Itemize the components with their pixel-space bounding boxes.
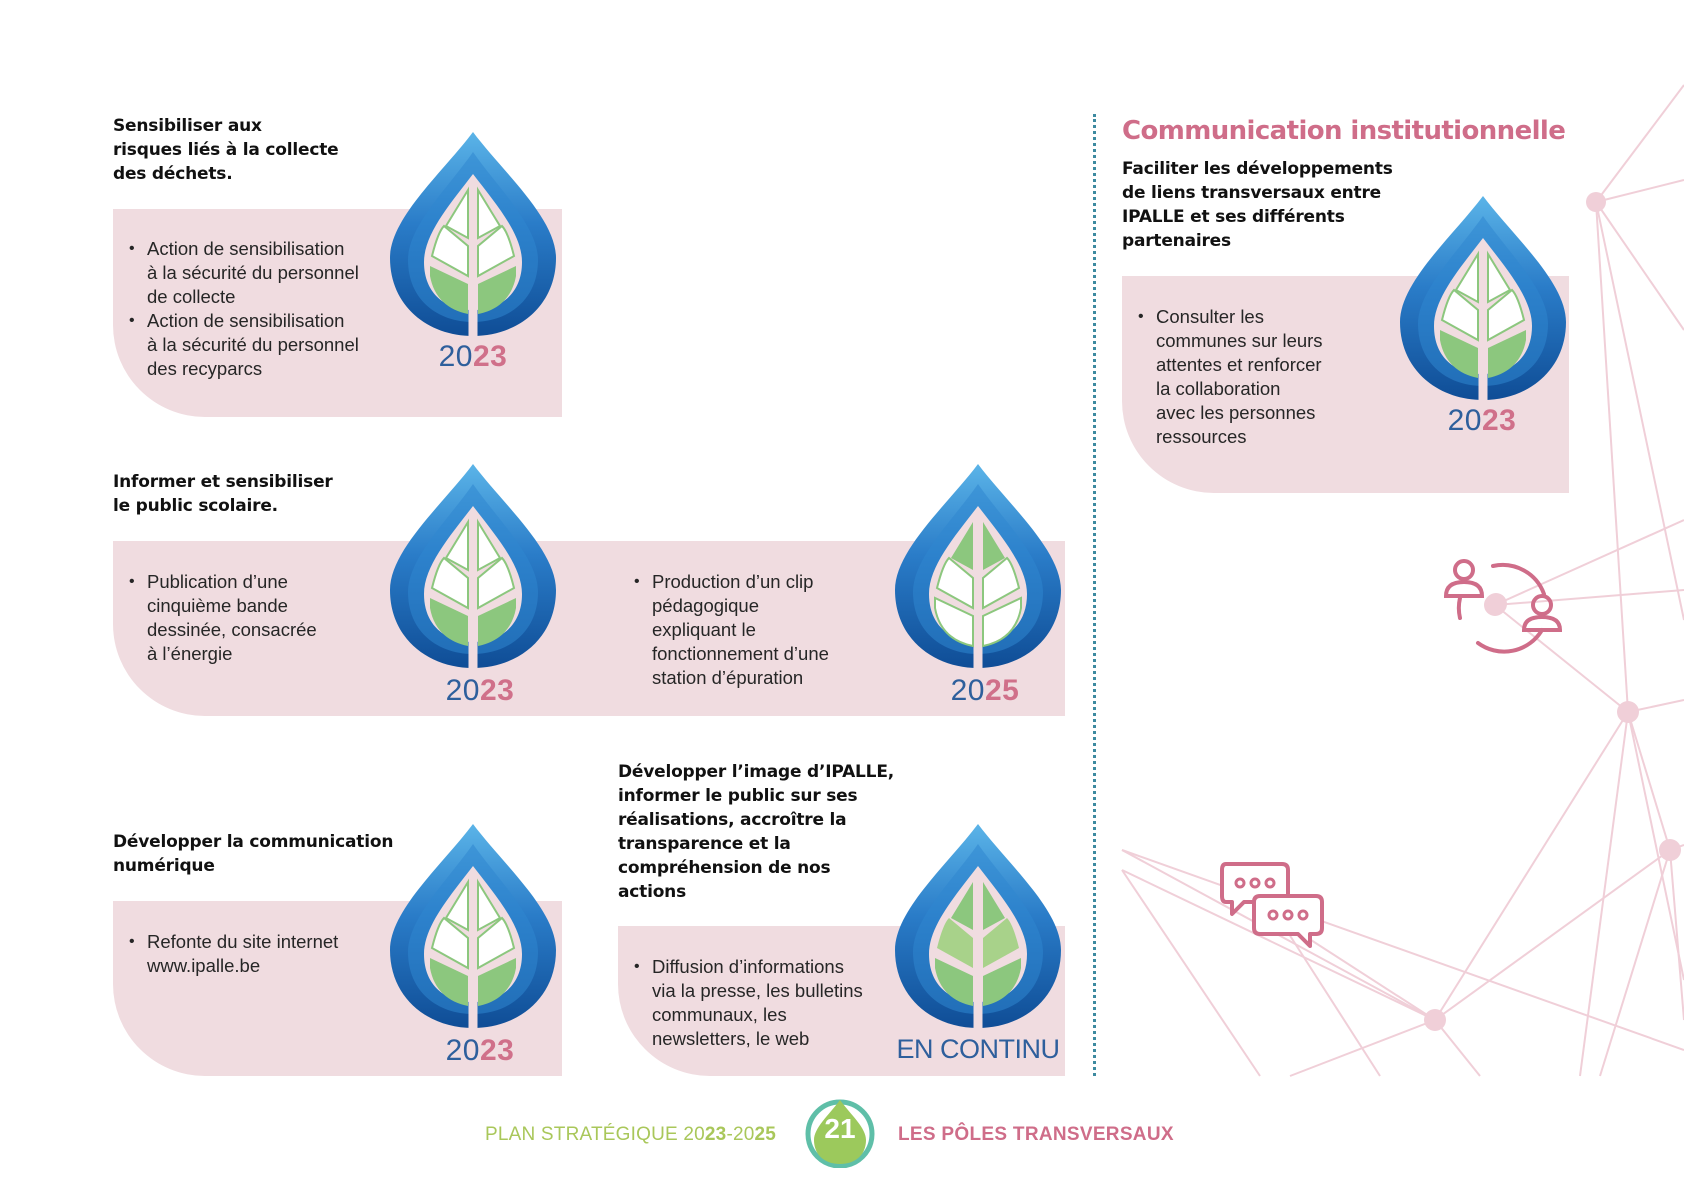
action-list: Refonte du site internet www.ipalle.be: [113, 930, 413, 978]
footer-plan-title: PLAN STRATÉGIQUE 2023-2025: [485, 1124, 777, 1145]
status-label: EN CONTINU: [896, 1034, 1061, 1064]
objective-heading: Informer et sensibiliser le public scola…: [113, 472, 333, 516]
action-list: Production d’un clip pédagogique expliqu…: [618, 570, 898, 690]
page-number: 21: [824, 1113, 856, 1144]
list-item: Action de sensibilisation à la sécurité …: [113, 237, 393, 309]
section-title: Communication institutionnelle: [1122, 116, 1566, 146]
action-list: Publication d’une cinquième bande dessin…: [113, 570, 383, 666]
list-item: Refonte du site internet www.ipalle.be: [113, 930, 413, 978]
action-list: Consulter les communes sur leurs attente…: [1122, 305, 1402, 449]
objective-heading: Sensibiliser aux risques liés à la colle…: [113, 116, 339, 184]
list-item: Diffusion d’informations via la presse, …: [618, 955, 898, 1051]
target-year: 2023: [445, 674, 515, 707]
target-year: 2025: [950, 674, 1020, 707]
footer-section-name: LES PÔLES TRANSVERSAUX: [898, 1124, 1174, 1145]
objective-heading: Développer la communication numérique: [113, 832, 394, 876]
action-list: Diffusion d’informations via la presse, …: [618, 955, 898, 1051]
target-year: 2023: [1447, 404, 1517, 437]
leaf-drop-icon: [388, 822, 558, 1032]
list-item: Consulter les communes sur leurs attente…: [1122, 305, 1402, 449]
people-cycle-icon: [1443, 559, 1563, 654]
leaf-drop-icon: [388, 462, 558, 672]
leaf-drop-icon: [1398, 194, 1568, 404]
page-number-badge-icon: [805, 1099, 875, 1168]
action-list: Action de sensibilisation à la sécurité …: [113, 237, 393, 381]
leaf-drop-icon: [388, 130, 558, 340]
leaf-drop-icon: [893, 462, 1063, 672]
list-item: Publication d’une cinquième bande dessin…: [113, 570, 383, 666]
column-divider: [1093, 114, 1096, 1076]
list-item: Action de sensibilisation à la sécurité …: [113, 309, 393, 381]
list-item: Production d’un clip pédagogique expliqu…: [618, 570, 898, 690]
target-year: 2023: [438, 340, 508, 373]
objective-heading: Faciliter les développements de liens tr…: [1122, 159, 1393, 251]
chat-bubbles-icon: [1220, 862, 1324, 948]
target-year: 2023: [445, 1034, 515, 1067]
objective-heading: Développer l’image d’IPALLE, informer le…: [618, 762, 894, 902]
leaf-drop-icon: [893, 822, 1063, 1032]
